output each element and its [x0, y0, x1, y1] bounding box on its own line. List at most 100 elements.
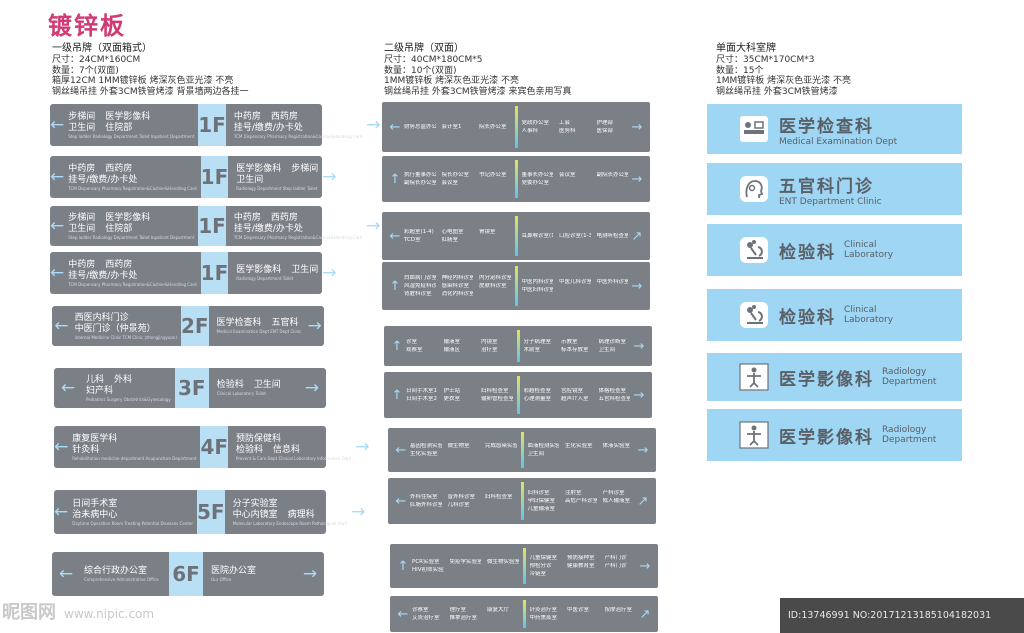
gradient-divider	[514, 106, 518, 148]
plate-name-en: Radiology Department	[882, 367, 937, 387]
room-label: 理疗室	[449, 606, 467, 613]
xray-icon	[737, 362, 771, 392]
sign-row: 卫生间住院部	[68, 224, 194, 235]
arrow-right-icon: →	[633, 338, 645, 354]
sign-label: 医学影像科	[236, 163, 282, 174]
sign-row: 中药房西药房	[68, 164, 196, 175]
sign-label: 卫生间	[68, 223, 96, 234]
room-label: 会计室1	[441, 123, 462, 130]
sign-left-grid: PCR实验室免疫学实验室微生物实验室HIV初筛实验室	[412, 559, 519, 574]
room-label: 冷链室	[529, 570, 547, 577]
sign-english: Daytime Operation Room Treating Potentia…	[72, 520, 193, 526]
floor-sign: ←西医内科门诊中医门诊（仲景苑）Internal Medicine Clinic…	[52, 306, 324, 346]
room-label: 中医诊室	[567, 606, 590, 613]
arrow-right-icon: →	[366, 215, 381, 236]
gradient-divider	[514, 216, 518, 256]
room-label: 工会	[559, 119, 571, 126]
room-label: 神经内科诊室	[441, 274, 474, 281]
sign-label: 挂号/缴费/办卡处	[233, 122, 303, 133]
arrow-left-icon: ←	[50, 262, 65, 283]
floor-number: 1F	[198, 206, 226, 246]
col2-spec-line: 尺寸：40CM*180CM*5	[384, 55, 483, 65]
sign-right-grid: 分子病理室示教室病理诊断室术前室标本存放室卫生间	[524, 339, 631, 354]
sign-right-grid: 耳鼻喉诊室(1-3)口腔诊室(1-3)电测听检查室	[522, 233, 629, 240]
room-label: 护士站	[443, 387, 461, 394]
sign-row: 医院办公室	[211, 566, 292, 577]
sign-row: 医学影像科卫生间	[236, 265, 318, 276]
arrow-right-icon: →	[631, 278, 643, 294]
arrow-right-icon: →	[633, 387, 645, 403]
plate-name-zh: 医学影像科	[779, 369, 874, 390]
exam-bed-icon	[737, 114, 771, 144]
arrow-right-icon: →	[304, 377, 320, 398]
sign-label: 分子实验室	[232, 498, 278, 509]
room-label: 外科住院室	[410, 493, 438, 500]
sign-label: 外科	[114, 374, 133, 385]
room-label: 中医内科诊室(1-13)	[521, 278, 554, 285]
room-label: 完成感染实验室	[485, 442, 517, 449]
room-label: 分子病理室	[523, 338, 552, 345]
room-label: 微生物室	[447, 442, 470, 449]
department-plate: 医学影像科 Radiology Department	[707, 353, 962, 401]
room-label: 妇科检查室	[485, 493, 513, 500]
arrow-right-icon: →	[351, 501, 366, 522]
sign-label: 西医内科门诊	[74, 312, 129, 323]
sign-label: 步梯间	[68, 212, 96, 223]
sign-label: 西药房	[270, 212, 298, 223]
sign-right-grid: 儿童保健室预防接种室产科门诊预检分诊健康教育室产科门诊冷链室	[530, 555, 637, 578]
sign-label: 中药房	[68, 163, 96, 174]
sign-left-group: 西医内科门诊中医门诊（仲景苑）Internal Medicine Clinic …	[71, 306, 181, 346]
arrow-right-icon: →	[366, 114, 381, 135]
col3-spec-line: 尺寸：35CM*170CM*3	[716, 55, 815, 65]
col2-spec-title: 二级吊牌（双面）	[384, 43, 464, 54]
col2-spec-line: 1MM镀锌板 烤深灰色亚光漆 不亮	[384, 76, 519, 86]
sign-label: 中药房	[68, 259, 96, 270]
sign-label: 针灸科	[72, 444, 100, 455]
sign-row: 医学检查科五官科	[217, 318, 302, 329]
room-label: 术前室	[523, 346, 541, 353]
room-label: 体格检查室	[598, 387, 627, 394]
sign-right-grid: 彩超检查室宫腔镜室体格检查室心理测量室超声介入室五官科检查室	[524, 388, 631, 403]
room-label: 生化实验室	[410, 450, 438, 457]
room-label: 预检分诊	[529, 562, 552, 569]
sign-left-grid: 白血病门诊室神经内科诊室内分泌科诊室风湿免疫科诊室感染科诊室皮肤科诊室肾脏科诊室…	[404, 275, 511, 298]
arrow-left-icon: ←	[397, 606, 409, 622]
room-label: 产科门诊	[604, 554, 627, 561]
sign-label: 中药房	[233, 212, 261, 223]
room-label: 肛肠室	[441, 236, 459, 243]
sign-english: Step ladder Radiology Department Toilet …	[68, 133, 195, 139]
microscope-icon	[737, 300, 771, 330]
floor-number: 1F	[198, 104, 226, 146]
room-label: 人事科	[521, 127, 539, 134]
sign-row: 儿科外科	[86, 375, 171, 386]
room-label: 孕妇保健室	[527, 497, 556, 504]
sign-row: 挂号/缴费/办卡处	[68, 271, 196, 282]
gradient-divider	[522, 548, 526, 584]
hanging-sign: ←财务总监办公室会计室1院长办公室党政办公室工会护理部人事科医务科医保部→	[382, 102, 650, 152]
room-label: 医保部	[596, 127, 614, 134]
sign-label: 医学影像科	[236, 265, 282, 275]
col1-spec-line: 尺寸：24CM*160CM	[52, 55, 141, 65]
plate-name-zh: 医学影像科	[779, 427, 874, 448]
arrow-right-icon: →	[631, 171, 643, 187]
arrow-left-icon: ←	[395, 493, 407, 509]
sign-label: 五官科	[271, 318, 299, 328]
sign-english: Prevent & Care Dept Clinical Laboratory …	[236, 455, 352, 461]
room-label: 彩超检查室	[523, 387, 552, 394]
sign-row: 卫生间	[236, 175, 318, 186]
arrow-right-icon: →	[631, 119, 643, 135]
col2-spec: 二级吊牌（双面） 尺寸：40CM*180CM*5 数量：10个(双面) 1MM镀…	[384, 42, 614, 97]
room-label: 会议室	[559, 171, 576, 178]
